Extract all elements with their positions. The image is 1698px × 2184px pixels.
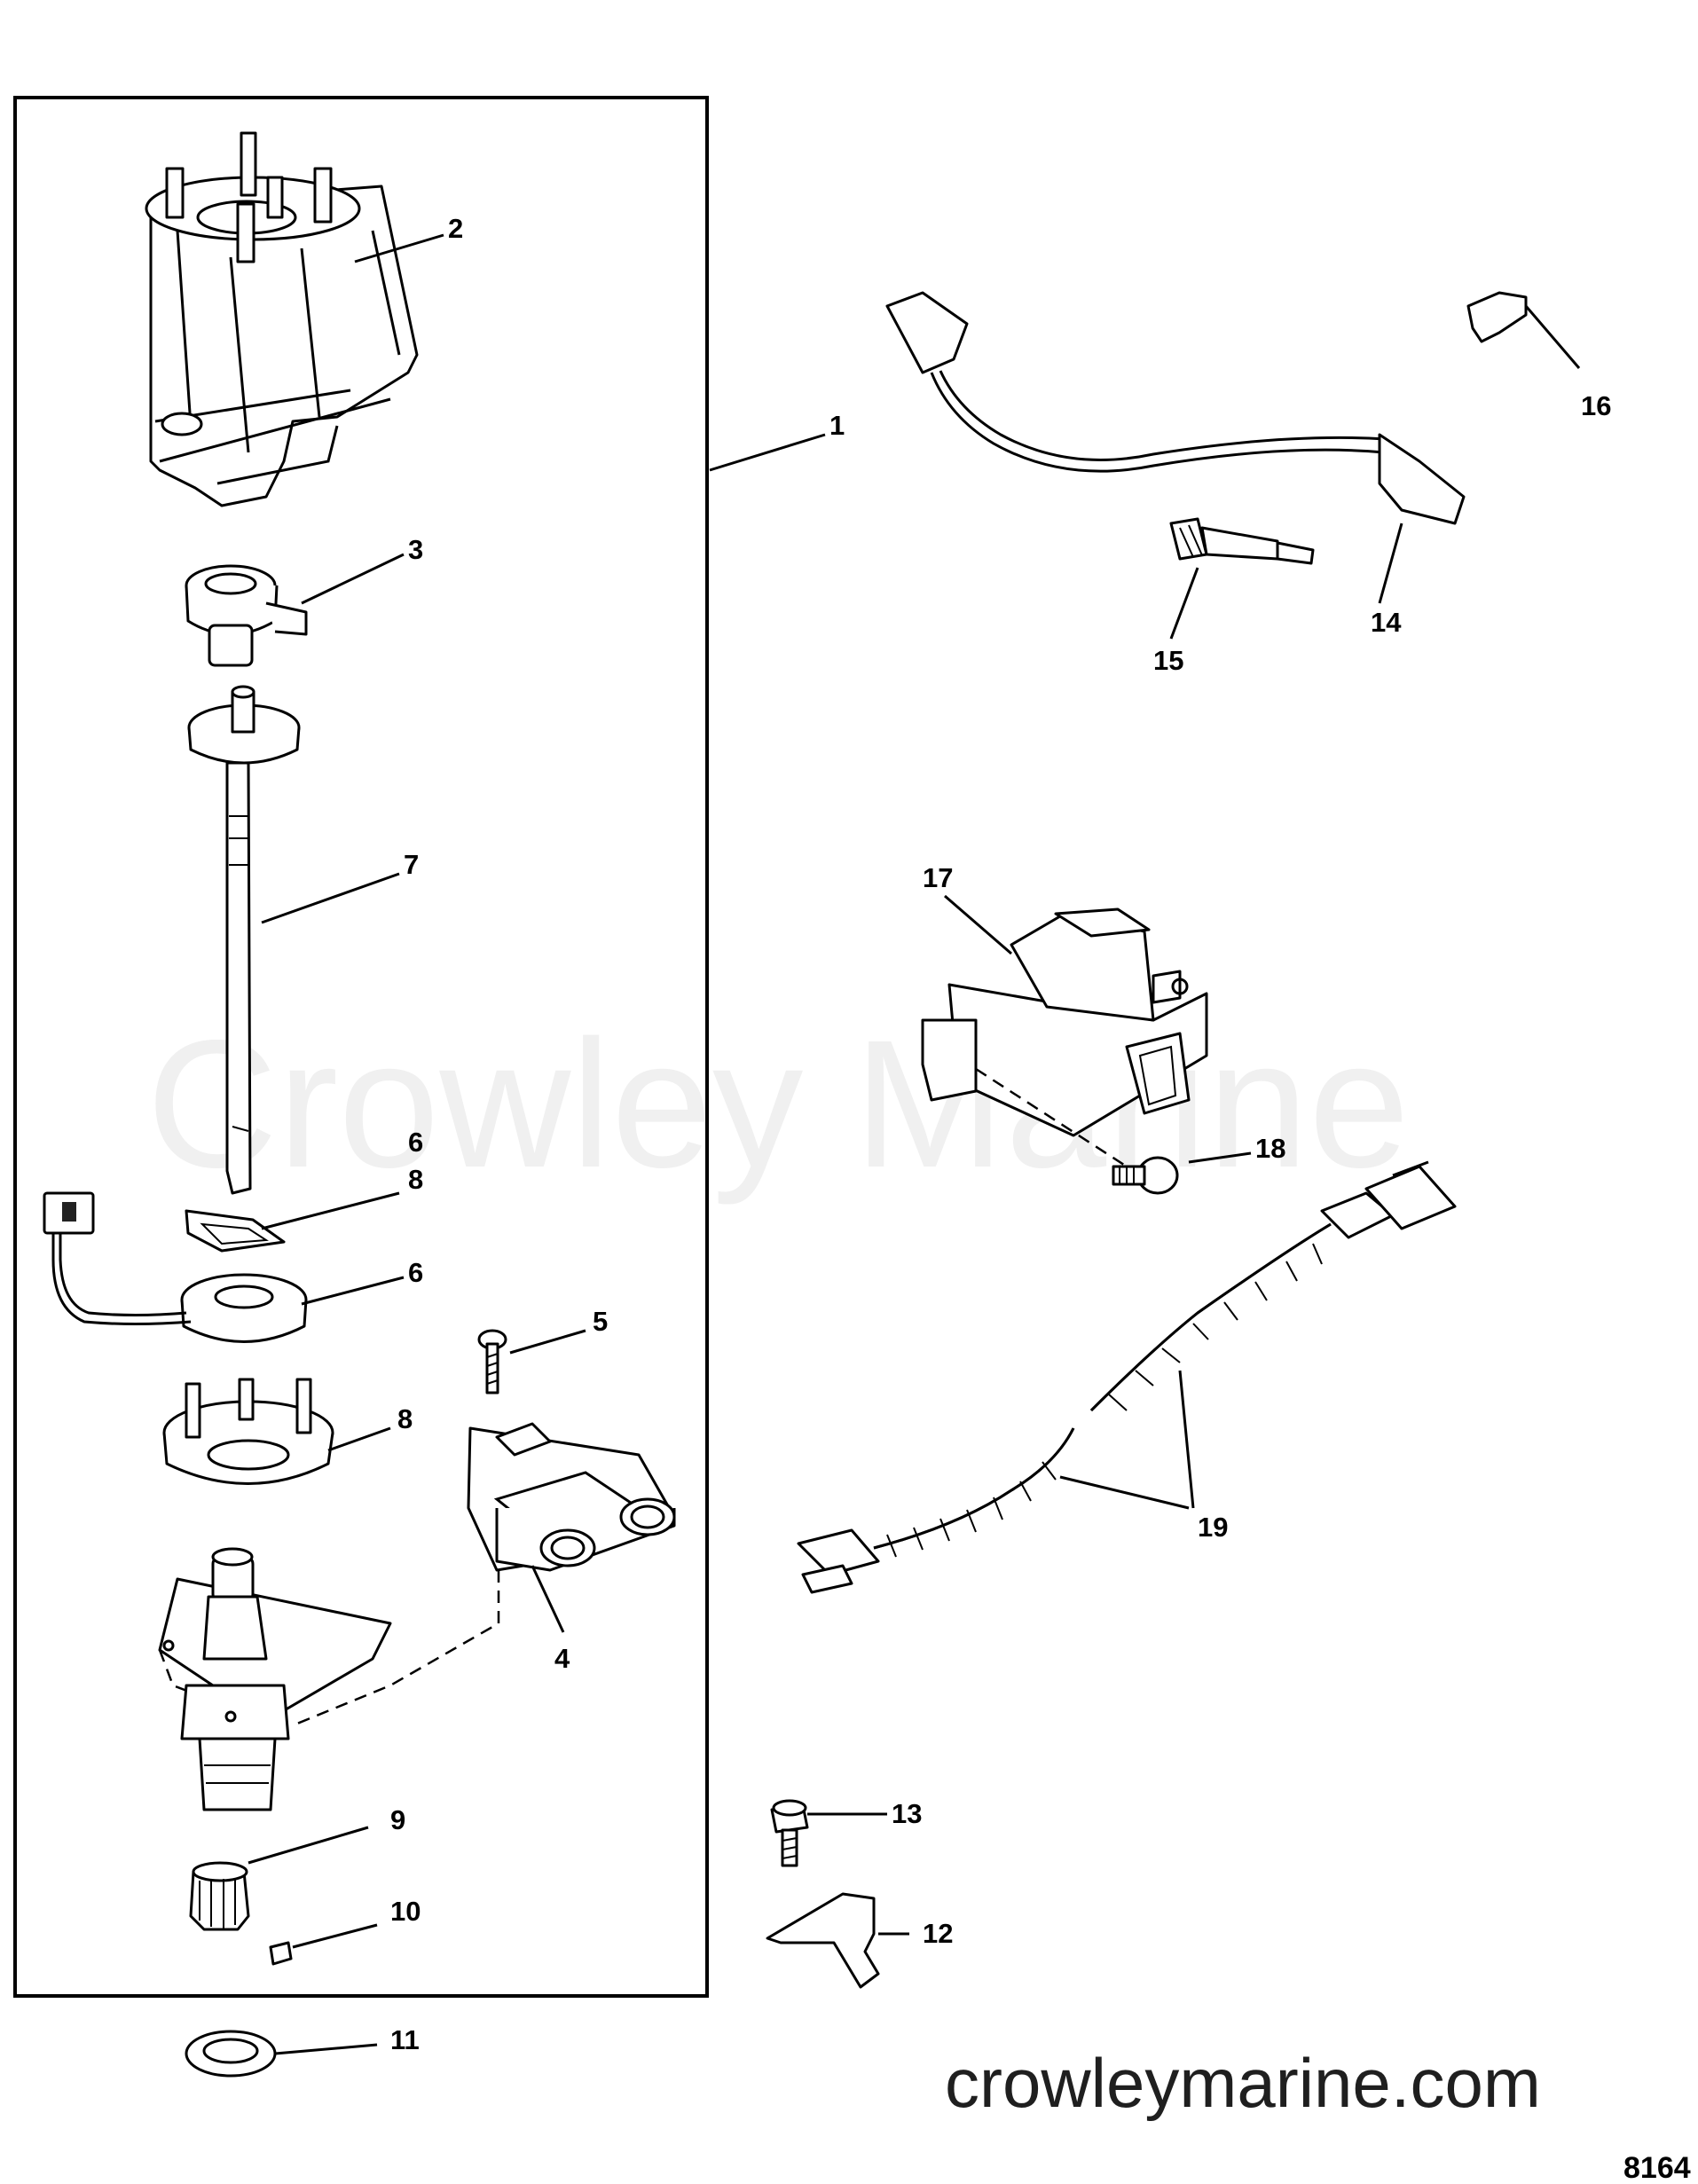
coil-dashed-connector [975,1067,1128,1168]
part-spark-plug-wire [885,291,1466,525]
callout-14: 14 [1371,607,1402,638]
part-rotor [185,564,308,667]
part-distributor-cap [145,131,419,507]
part-hold-down-clamp [766,1892,880,1989]
part-pole-piece [162,1378,334,1485]
part-wire-clip [1466,291,1528,343]
callout-5: 5 [593,1306,608,1337]
callout-12: 12 [923,1918,953,1949]
callout-18: 18 [1255,1133,1285,1164]
part-retainer-plate [185,1209,286,1253]
callout-15: 15 [1153,645,1183,676]
callout-13: 13 [892,1798,922,1829]
distributor-assembly-frame [13,96,709,1998]
callout-19: 19 [1198,1512,1228,1543]
callout-3: 3 [408,534,423,565]
part-bolt [770,1799,809,1867]
part-ignition-module [467,1422,676,1572]
part-washer [185,2030,277,2078]
callout-11: 11 [390,2024,420,2055]
callout-8a: 8 [408,1164,423,1195]
watermark-text: Crowley Marine [146,1002,1410,1206]
part-screw [477,1329,507,1394]
callout-2: 2 [448,213,463,244]
website-text: crowleymarine.com [945,2044,1541,2122]
callout-10: 10 [390,1896,421,1927]
part-spark-plug [1169,517,1315,565]
part-wiring-harness [797,1160,1457,1594]
callout-8b: 8 [397,1403,413,1434]
part-coil-screw [1112,1156,1179,1195]
callout-6a: 6 [408,1127,423,1158]
leader-lines [248,233,1581,2055]
part-distributor-housing [158,1547,392,1811]
callout-7: 7 [404,849,419,880]
callout-4: 4 [554,1643,570,1674]
part-shaft [187,685,301,1195]
callout-1: 1 [829,410,845,441]
callout-17: 17 [923,862,953,893]
part-drive-gear [189,1861,250,1931]
part-roll-pin [269,1941,293,1966]
figure-number: 8164 [1623,2151,1691,2184]
callout-9: 9 [390,1804,405,1835]
callout-labels: 1 2 3 4 5 6 6 7 8 8 9 10 11 12 13 14 15 … [390,213,1611,2055]
part-pickup-coil [43,1191,308,1343]
callout-6b: 6 [408,1257,423,1288]
part-ignition-coil [921,907,1208,1137]
dashed-connector [292,1570,500,1727]
callout-16: 16 [1581,390,1611,421]
